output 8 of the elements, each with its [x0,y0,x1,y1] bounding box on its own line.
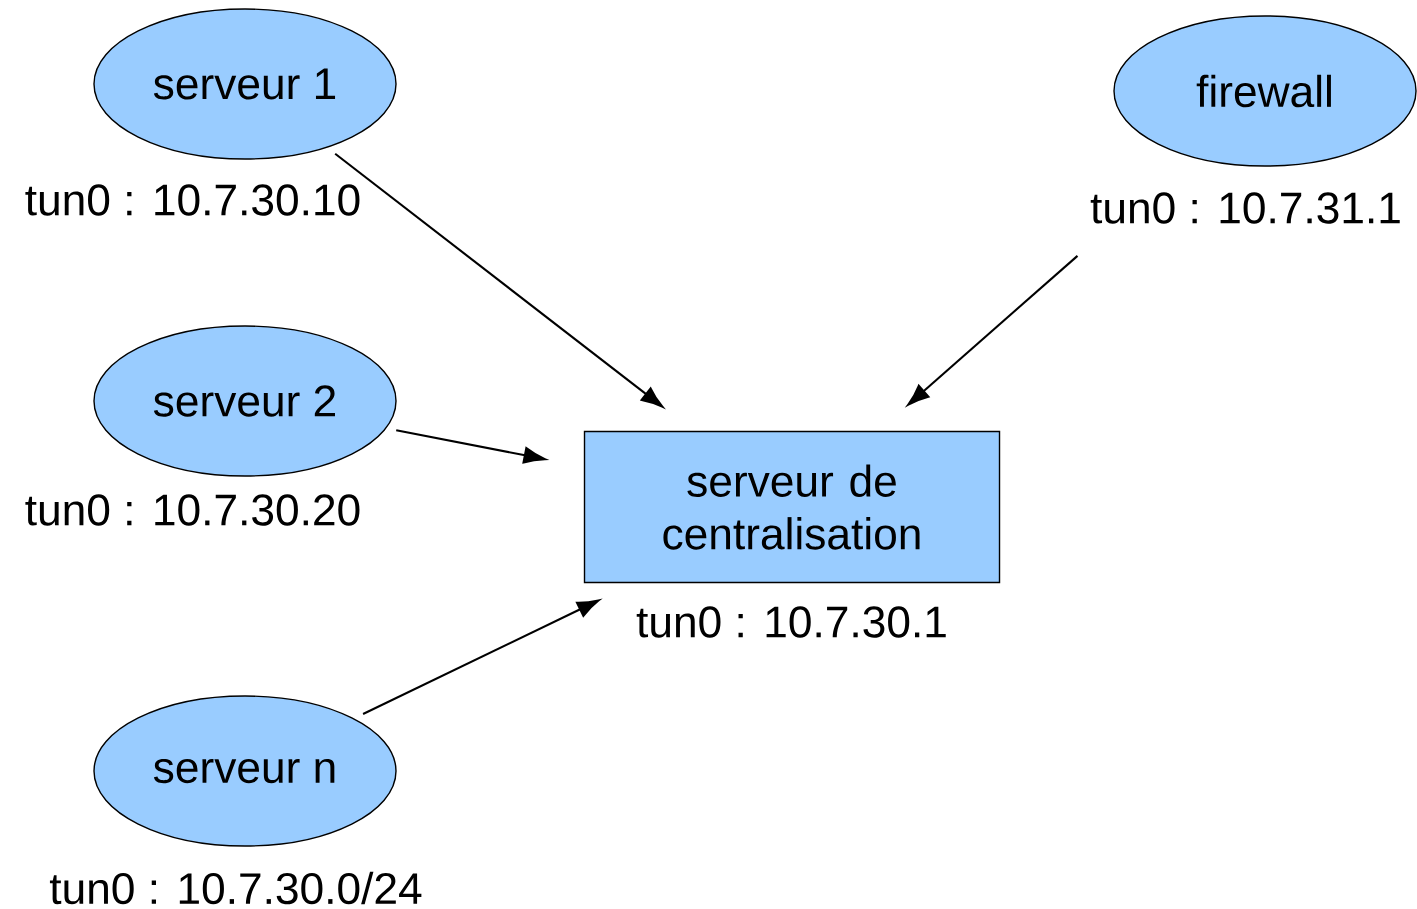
arrow [334,152,664,408]
address-label: tun0 : 10.7.30.20 [25,494,360,526]
address-label: tun0 : 10.7.30.0/24 [49,871,422,905]
arrow [907,255,1079,406]
address-label: tun0 : 10.7.30.10 [25,184,360,216]
address-label: tun0 : 10.7.31.1 [1090,192,1400,224]
address-label: tun0 : 10.7.30.1 [636,606,946,638]
server-box: serveur de centralisation [583,430,1001,584]
